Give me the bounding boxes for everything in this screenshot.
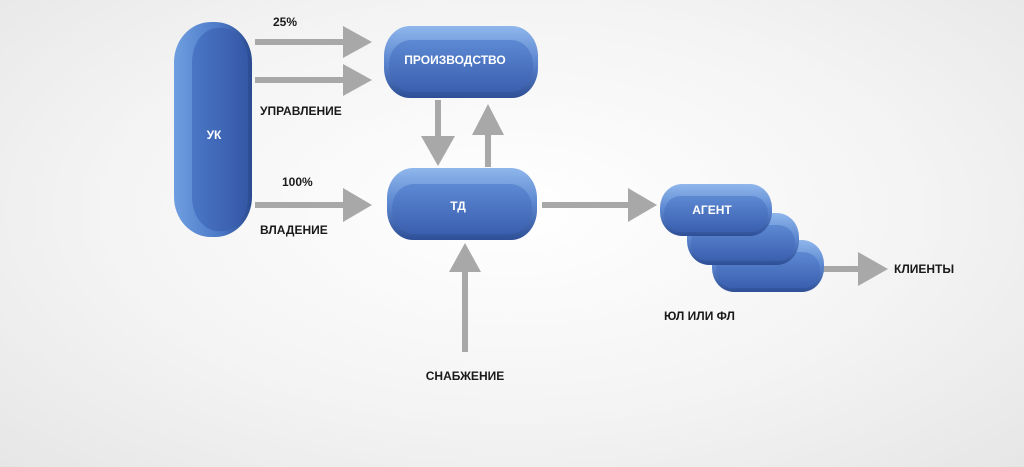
- label-25-percent: 25%: [273, 15, 297, 29]
- node-uk: УК: [174, 22, 252, 237]
- arrow-td-to-production: [472, 104, 504, 167]
- label-supply: СНАБЖЕНИЕ: [426, 369, 504, 383]
- arrow-uk-to-production-management: [255, 64, 372, 96]
- arrow-uk-to-production-25: [255, 26, 372, 58]
- node-td-label: ТД: [450, 199, 466, 213]
- arrow-uk-to-td: [255, 188, 372, 222]
- arrow-supply-to-td: [449, 243, 481, 352]
- node-td: ТД: [387, 168, 537, 240]
- label-clients: КЛИЕНТЫ: [894, 262, 954, 276]
- arrow-agents-to-clients: [822, 252, 888, 286]
- label-ownership: ВЛАДЕНИЕ: [260, 223, 328, 237]
- label-management: УПРАВЛЕНИЕ: [260, 104, 342, 118]
- node-production: ПРОИЗВОДСТВО: [384, 26, 538, 98]
- arrows: [255, 26, 888, 352]
- node-uk-label: УК: [207, 128, 222, 142]
- node-agent-label: АГЕНТ: [692, 203, 732, 217]
- agent-card-front: АГЕНТ: [660, 184, 772, 236]
- node-agent-stack: АГЕНТ: [660, 184, 824, 292]
- label-100-percent: 100%: [282, 175, 313, 189]
- arrow-td-to-agent: [542, 188, 657, 222]
- label-entities: ЮЛ ИЛИ ФЛ: [664, 309, 735, 323]
- arrow-production-to-td: [421, 100, 455, 166]
- node-production-label: ПРОИЗВОДСТВО: [404, 53, 505, 67]
